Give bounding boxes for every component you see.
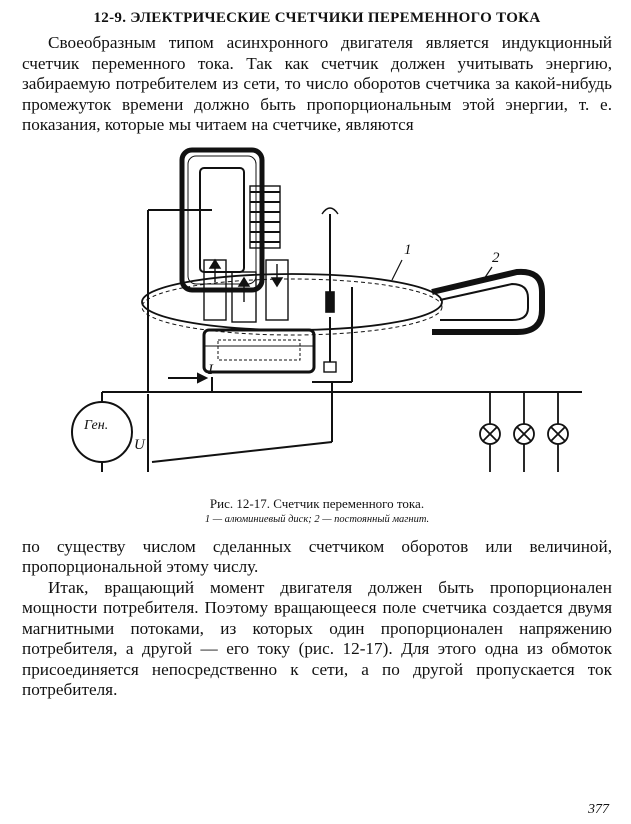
disk-label: 1	[404, 241, 412, 258]
page: 12-9. ЭЛЕКТРИЧЕСКИЕ СЧЕТЧИКИ ПЕРЕМЕННОГО…	[22, 6, 612, 701]
figure-meter: Ген. U I 1 2	[22, 142, 612, 502]
paragraph-1: Своеобразным типом асинхронного двигател…	[22, 33, 612, 134]
spindle	[321, 206, 339, 373]
generator-symbol	[71, 400, 133, 463]
paragraph-2: по существу числом сделанных счетчиком о…	[22, 536, 612, 577]
circuit-wires	[101, 208, 582, 472]
aluminium-disk	[141, 272, 443, 331]
figure-caption: Рис. 12-17. Счетчик переменного тока.	[209, 495, 425, 511]
current-label: I	[208, 361, 213, 378]
permanent-magnet	[431, 268, 545, 335]
voltage-coil-core	[179, 147, 265, 292]
core-legs	[203, 258, 289, 323]
generator-label: Ген.	[84, 417, 109, 433]
magnet-label: 2	[492, 249, 500, 266]
voltage-coil-winding	[249, 184, 281, 249]
load-lamps	[479, 391, 569, 472]
meter-diagram	[71, 147, 582, 472]
current-coil-core	[202, 328, 316, 373]
section-heading: 12-9. ЭЛЕКТРИЧЕСКИЕ СЧЕТЧИКИ ПЕРЕМЕННОГО…	[93, 10, 541, 26]
figure-legend: 1 — алюминиевый диск; 2 — постоянный маг…	[204, 513, 430, 525]
page-number: 377	[588, 802, 609, 817]
voltage-label: U	[134, 436, 145, 453]
paragraph-3: Итак, вращающий момент двигателя должен …	[22, 577, 612, 700]
